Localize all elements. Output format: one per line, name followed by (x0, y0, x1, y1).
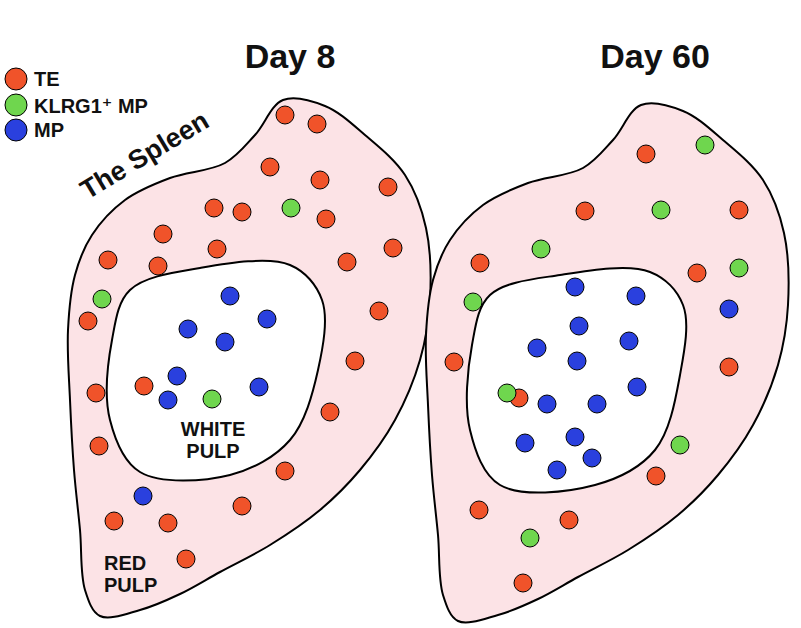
cell-dot (90, 437, 108, 455)
cell-dot (570, 317, 588, 335)
cell-dot (105, 512, 123, 530)
cell-dot (233, 497, 251, 515)
cell-dot (568, 352, 586, 370)
cell-dot (276, 106, 294, 124)
cell-dot (159, 514, 177, 532)
cell-dot (538, 395, 556, 413)
cell-dot (177, 550, 195, 568)
cell-dot (652, 201, 670, 219)
cell-dot (233, 203, 251, 221)
spleen-outline-shape (418, 40, 798, 620)
cell-dot (627, 287, 645, 305)
cell-dot (311, 171, 329, 189)
cell-dot (528, 339, 546, 357)
spleen-outline: Day 60 (418, 40, 798, 620)
cell-dot (720, 358, 738, 376)
cell-dot (208, 240, 226, 258)
white-pulp-region: WHITE PULP (108, 262, 326, 477)
cell-dot (464, 293, 482, 311)
cell-dot (149, 257, 167, 275)
cell-dot (548, 461, 566, 479)
cell-dot (134, 487, 152, 505)
cell-dot (498, 384, 516, 402)
cell-dot (216, 333, 234, 351)
legend-label: KLRG1⁺ MP (34, 94, 148, 118)
cell-dot (282, 199, 300, 217)
cell-dot (730, 201, 748, 219)
cell-dot (696, 136, 714, 154)
cell-dot (321, 403, 339, 421)
cell-dot (688, 264, 706, 282)
cell-dot (250, 378, 268, 396)
cell-dot (346, 352, 364, 370)
cell-dot (671, 436, 689, 454)
legend-label: TE (34, 68, 60, 91)
cell-dot (159, 391, 177, 409)
cell-dot (637, 145, 655, 163)
white-pulp-outline (467, 268, 686, 493)
cell-dot (221, 287, 239, 305)
cell-dot (514, 574, 532, 592)
legend-swatch (5, 68, 27, 90)
legend-label: MP (34, 119, 64, 142)
cell-dot (179, 320, 197, 338)
legend-swatch-holder (0, 66, 30, 92)
spleen-outline: Day 8 RED PULP WHITE PULP (60, 40, 440, 620)
cell-dot (583, 449, 601, 467)
cell-dot (620, 332, 638, 350)
cell-dot (276, 462, 294, 480)
cell-dot (203, 390, 221, 408)
cell-dot (516, 434, 534, 452)
cell-dot (99, 251, 117, 269)
cell-dot (93, 290, 111, 308)
cell-dot (308, 115, 326, 133)
spleen-outline-path (68, 98, 431, 617)
cell-dot (560, 511, 578, 529)
legend-swatch-holder (0, 92, 30, 118)
cell-dot (135, 377, 153, 395)
cell-dot (576, 202, 594, 220)
cell-dot (370, 302, 388, 320)
cell-dot (566, 278, 584, 296)
legend-swatch-holder (0, 117, 30, 143)
cell-dot (628, 378, 646, 396)
cell-dot (87, 384, 105, 402)
cell-dot (532, 240, 550, 258)
day-heading: Day 8 (220, 38, 360, 75)
cell-dot (384, 239, 402, 257)
cell-dot (470, 501, 488, 519)
cell-dot (258, 310, 276, 328)
cell-dot (588, 395, 606, 413)
cell-dot (379, 178, 397, 196)
cell-dot (205, 199, 223, 217)
cell-dot (730, 259, 748, 277)
cell-dot (79, 312, 97, 330)
spleen-outline-path (426, 103, 789, 622)
cell-dot (720, 300, 738, 318)
cell-dot (317, 210, 335, 228)
legend-swatch (5, 119, 27, 141)
cell-dot (338, 253, 356, 271)
cell-dot (647, 467, 665, 485)
region-label: WHITE PULP (170, 418, 256, 462)
white-pulp-region-path (107, 261, 325, 481)
cell-dot (521, 529, 539, 547)
cell-dot (566, 428, 584, 446)
cell-dot (154, 225, 172, 243)
cell-dot (445, 353, 463, 371)
cell-dot (471, 254, 489, 272)
legend-swatch (5, 94, 27, 116)
cell-dot (168, 367, 186, 385)
region-label: RED PULP (104, 552, 174, 596)
cell-dot (261, 158, 279, 176)
day-heading: Day 60 (585, 38, 725, 75)
